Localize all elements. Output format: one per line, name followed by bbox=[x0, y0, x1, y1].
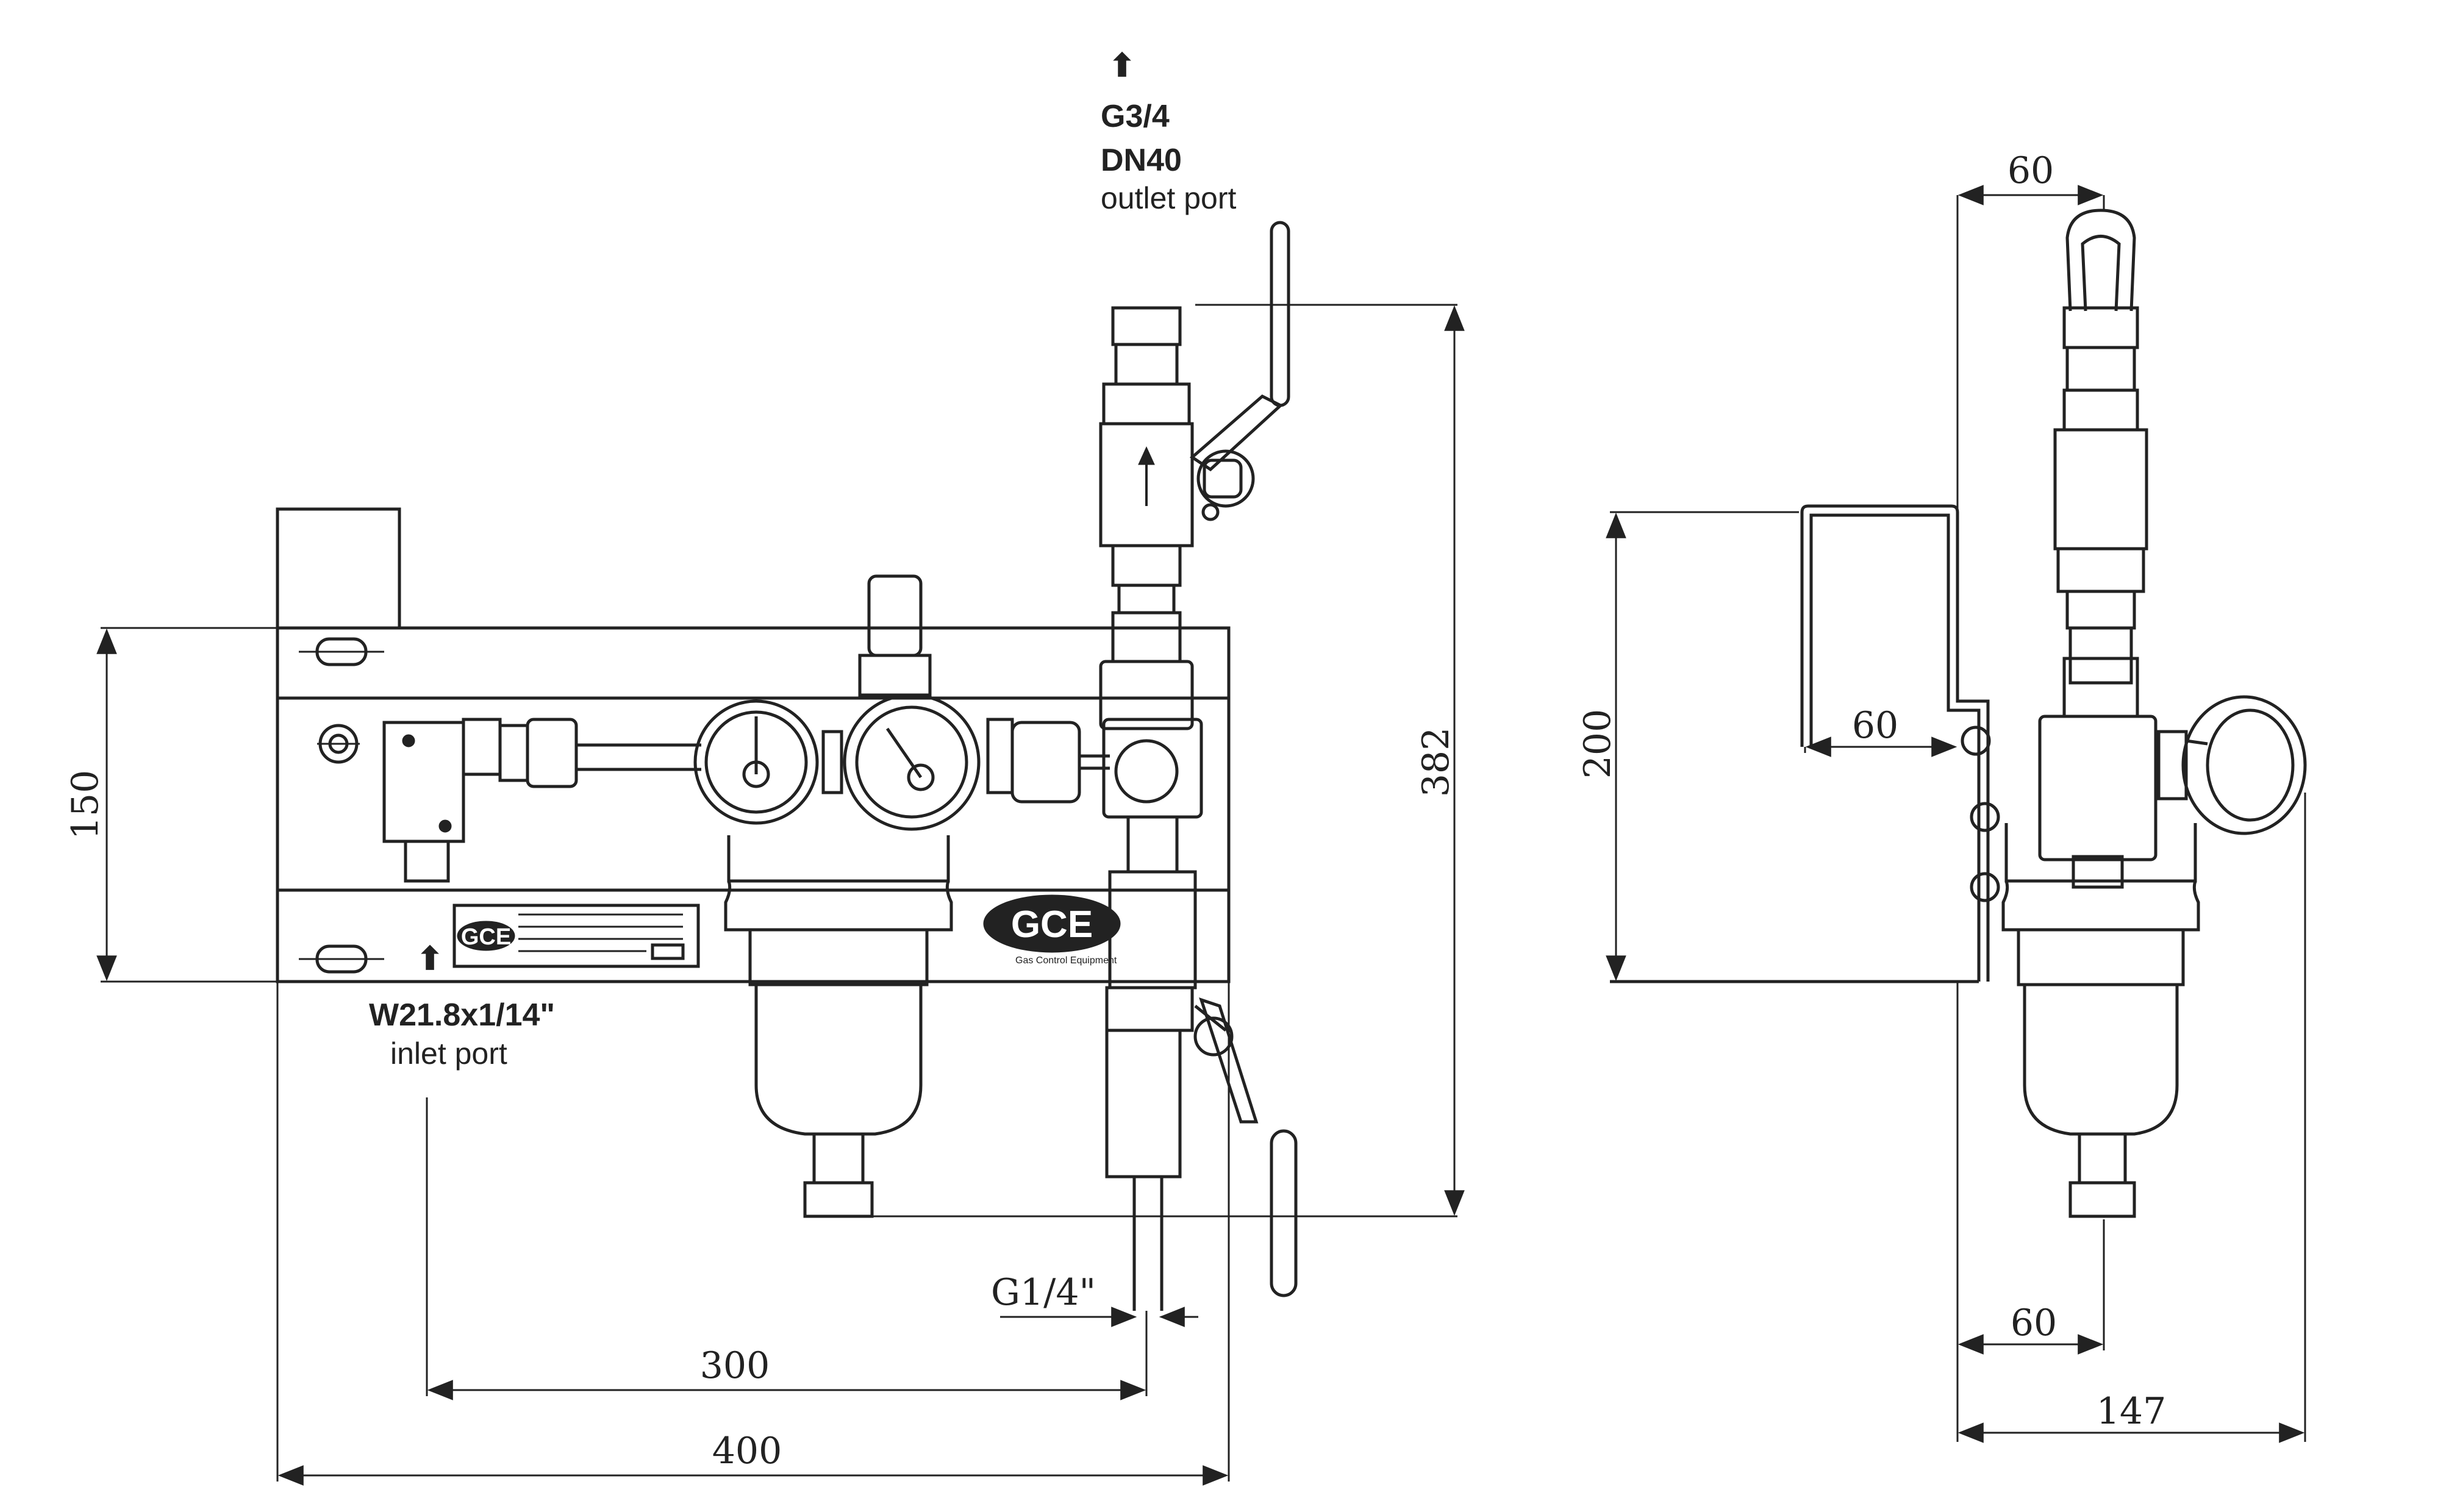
dim-bracket-depth: 60 bbox=[1852, 704, 1898, 747]
gce-logo: GCE Gas Control Equipment bbox=[983, 894, 1121, 966]
gauge-left-icon bbox=[693, 699, 819, 825]
outlet-arrow-icon: ⬆ bbox=[1109, 48, 1135, 84]
mounting-slot-bottom bbox=[299, 944, 384, 974]
side-dimension-lines bbox=[1606, 185, 2306, 1443]
front-view: GCE Gas Control Equipment GCE bbox=[96, 221, 1465, 1486]
dim-width-plate: 400 bbox=[712, 1430, 782, 1472]
svg-text:Gas Control Equipment: Gas Control Equipment bbox=[1015, 955, 1117, 966]
dim-drain-thread: G1/4" bbox=[991, 1271, 1096, 1314]
rating-plate: GCE bbox=[452, 904, 700, 968]
front-dimension-lines bbox=[96, 304, 1465, 1486]
mounting-slot-top bbox=[299, 637, 384, 666]
mounting-block bbox=[276, 507, 401, 630]
dim-bottom-offset: 60 bbox=[2011, 1302, 2057, 1344]
screw-icon bbox=[317, 724, 360, 764]
inlet-arrow-icon: ⬆ bbox=[417, 941, 443, 977]
dim-total-depth: 147 bbox=[2097, 1390, 2167, 1433]
outlet-line bbox=[1099, 306, 1298, 1311]
side-gauge-icon bbox=[2157, 695, 2307, 835]
outlet-valve-handle bbox=[1189, 221, 1290, 521]
dim-inlet-outlet: 300 bbox=[700, 1344, 770, 1387]
inlet-description: inlet port bbox=[390, 1036, 507, 1071]
front-view-labels: ⬆ G3/4 DN40 outlet port ⬆ W21.8x1/14" in… bbox=[64, 48, 1457, 1472]
dim-bracket-height: 200 bbox=[1576, 709, 1619, 779]
pressure-regulator bbox=[693, 574, 1110, 1218]
inlet-thread-label: W21.8x1/14" bbox=[369, 997, 555, 1033]
side-valve-handle bbox=[2065, 209, 2136, 312]
mounting-plate bbox=[276, 626, 1231, 983]
outlet-thread-label: G3/4 bbox=[1101, 99, 1170, 134]
inlet-connector bbox=[382, 718, 701, 883]
wall-bracket bbox=[1610, 504, 2000, 983]
side-view-labels: 60 60 200 60 147 bbox=[1576, 149, 2166, 1433]
side-view bbox=[1606, 185, 2307, 1443]
dim-top-offset: 60 bbox=[2007, 149, 2054, 192]
svg-text:GCE: GCE bbox=[461, 924, 511, 950]
outlet-description: outlet port bbox=[1101, 181, 1236, 215]
outlet-size-label: DN40 bbox=[1101, 143, 1182, 178]
svg-text:GCE: GCE bbox=[1011, 904, 1093, 946]
dim-height-plate: 150 bbox=[64, 770, 107, 840]
dim-height-total: 382 bbox=[1415, 727, 1457, 797]
